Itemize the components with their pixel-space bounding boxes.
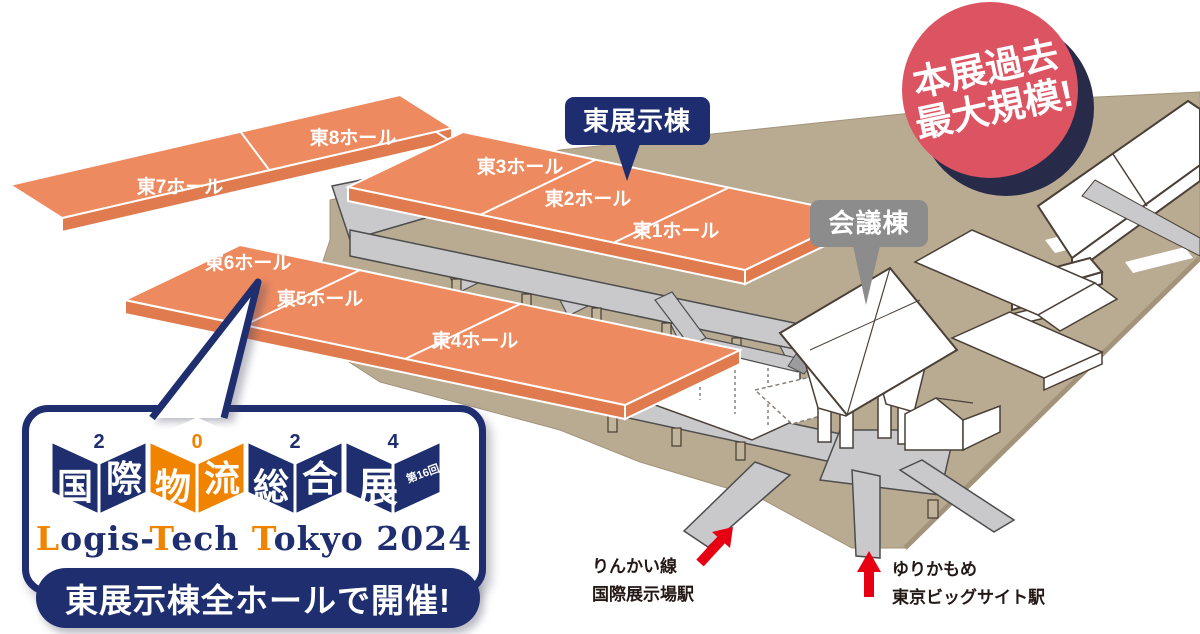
cube-kanji: 合: [302, 458, 338, 499]
callout-pointer: [615, 144, 640, 181]
callout-east-hall-label: 東展示棟: [583, 106, 691, 136]
hall-label-east7: 東7ホール: [137, 175, 224, 198]
station-rinkai-line: りんかい線: [592, 557, 677, 576]
logo-cube-2: [147, 417, 247, 517]
station-yurikamome: ゆりかもめ 東京ビッグサイト駅: [892, 556, 1045, 612]
cube-top-digit: 2: [93, 431, 104, 453]
logo-letter: 2024: [376, 519, 473, 558]
gabled-building: [904, 397, 1001, 452]
hall-label-east3: 東3ホール: [477, 155, 564, 178]
logo-letter: L: [35, 519, 61, 558]
cube-kanji: 際: [106, 458, 142, 499]
callout-conference: 会議棟: [810, 200, 928, 305]
hall-label-east5: 東5ホール: [277, 287, 364, 310]
logo-letter: ech: [171, 519, 252, 558]
callout-pointer: [853, 246, 880, 305]
hall-block-east-7-8: 東8ホール 東7ホール: [7, 93, 455, 234]
hall-label-east1: 東1ホール: [633, 219, 720, 242]
event-banner-text: 東展示棟全ホールで開催!: [65, 582, 451, 619]
station-yurikamome-line: ゆりかもめ: [892, 560, 977, 579]
cube-kanji: 国: [57, 466, 93, 507]
hall-block-east-6-5-4: 東6ホール 東5ホール 東4ホール: [121, 243, 744, 421]
cube-top-digit: 2: [289, 431, 300, 453]
station-rinkai-name: 国際展示場駅: [592, 585, 694, 605]
logo-latin-title: Logis-Tech Tokyo 2024: [22, 519, 486, 558]
cube-kanji: 物: [155, 466, 191, 507]
logo-letter: T: [251, 519, 274, 558]
hall-top: [7, 93, 455, 220]
yurikamome-arrow-icon: [857, 551, 881, 597]
hall-label-east6: 東6ホール: [205, 251, 292, 274]
event-banner: 東展示棟全ホールで開催!: [36, 568, 480, 628]
logo-letter: okyo: [273, 519, 377, 558]
scale-badge: 本展過去 最大規模!: [896, 0, 1106, 206]
logo-cubes: 2 国 際 0 物 流 2 総 合 4 展 第16回: [49, 417, 443, 517]
logo-cube-1: [49, 417, 149, 517]
speech-bubble-tail: [149, 278, 262, 420]
rinkai-arrow-icon: [696, 527, 733, 567]
conference-annex: [913, 229, 1119, 392]
badge-circle: 本展過去 最大規模!: [902, 2, 1078, 178]
cube-top-digit: 0: [191, 431, 202, 453]
badge-text: 本展過去 最大規模!: [903, 34, 1077, 147]
cube-kanji: 展: [358, 466, 398, 510]
logo-letter: T: [149, 519, 172, 558]
callout-conference-label: 会議棟: [828, 208, 909, 238]
cube-top-digit: 4: [387, 431, 399, 453]
hall-top: [121, 243, 744, 407]
southeast-bridge: [898, 459, 1016, 533]
yurikamome-ramp: [851, 469, 881, 559]
station-rinkai: りんかい線 国際展示場駅: [592, 553, 694, 609]
northeast-road: [1081, 179, 1200, 257]
hall-label-east8: 東8ホール: [310, 126, 397, 149]
logo-cube-3: [245, 417, 345, 517]
logo-letter: -: [140, 519, 150, 558]
station-yurikamome-name: 東京ビッグサイト駅: [892, 588, 1045, 608]
logo-letter: ogis: [60, 519, 141, 558]
water-notch: [1125, 247, 1193, 273]
callout-east-hall: 東展示棟: [565, 97, 710, 181]
conference-building: [753, 266, 959, 449]
cube-kanji: 流: [204, 458, 240, 499]
cube-kanji: 総: [253, 466, 289, 507]
hall-label-east4: 東4ホール: [432, 329, 519, 352]
logo-cube-4: [343, 417, 443, 517]
hall-label-east2: 東2ホール: [545, 187, 632, 210]
